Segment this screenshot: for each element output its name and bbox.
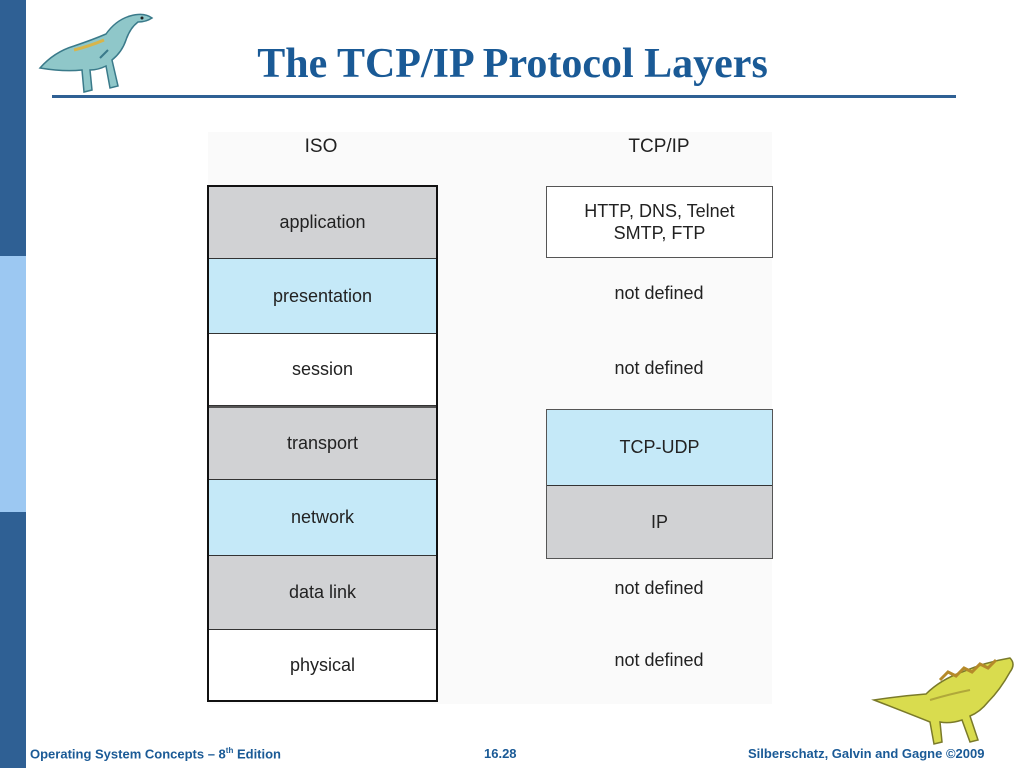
left-sidebar-band xyxy=(0,0,26,768)
iso-layer-stack: application presentation session transpo… xyxy=(207,185,438,702)
slide-title: The TCP/IP Protocol Layers xyxy=(257,41,768,87)
dinosaur-bottom-right-icon xyxy=(871,657,1014,745)
iso-layer-network: network xyxy=(209,480,436,556)
iso-layer-physical: physical xyxy=(209,630,436,700)
iso-layer-transport: transport xyxy=(209,406,436,480)
title-underline xyxy=(52,95,956,98)
iso-column-header: ISO xyxy=(304,136,338,157)
tcpip-application-line2: SMTP, FTP xyxy=(613,223,706,243)
tcpip-application-line1: HTTP, DNS, Telnet xyxy=(584,201,735,221)
tcpip-session-text: not defined xyxy=(614,358,704,378)
iso-layer-data-link: data link xyxy=(209,556,436,630)
iso-layer-presentation: presentation xyxy=(209,259,436,334)
iso-layer-application: application xyxy=(209,187,436,259)
sidebar-segment-top xyxy=(0,0,26,256)
tcpip-application-box: HTTP, DNS, Telnet SMTP, FTP xyxy=(546,186,773,258)
tcpip-transport-cell: TCP-UDP xyxy=(547,410,772,486)
footer-book-prefix: Operating System Concepts – 8 xyxy=(30,746,226,762)
tcpip-column-header: TCP/IP xyxy=(628,136,690,157)
footer-book-title: Operating System Concepts – 8th Edition xyxy=(30,746,281,761)
iso-layer-session: session xyxy=(209,334,436,406)
footer-book-suffix: Edition xyxy=(233,746,282,762)
dinosaur-top-left-icon xyxy=(38,13,154,93)
footer-page-number: 16.28 xyxy=(484,746,517,761)
sidebar-segment-middle xyxy=(0,256,26,512)
sidebar-segment-bottom xyxy=(0,512,26,768)
tcpip-presentation-text: not defined xyxy=(614,283,704,303)
tcpip-physical-text: not defined xyxy=(614,650,704,670)
tcpip-transport-network-stack: TCP-UDP IP xyxy=(546,409,773,559)
footer-book-sup: th xyxy=(225,746,234,755)
tcpip-data-link-text: not defined xyxy=(614,578,704,598)
tcpip-network-cell: IP xyxy=(547,486,772,558)
footer-authors: Silberschatz, Galvin and Gagne ©2009 xyxy=(748,746,985,761)
